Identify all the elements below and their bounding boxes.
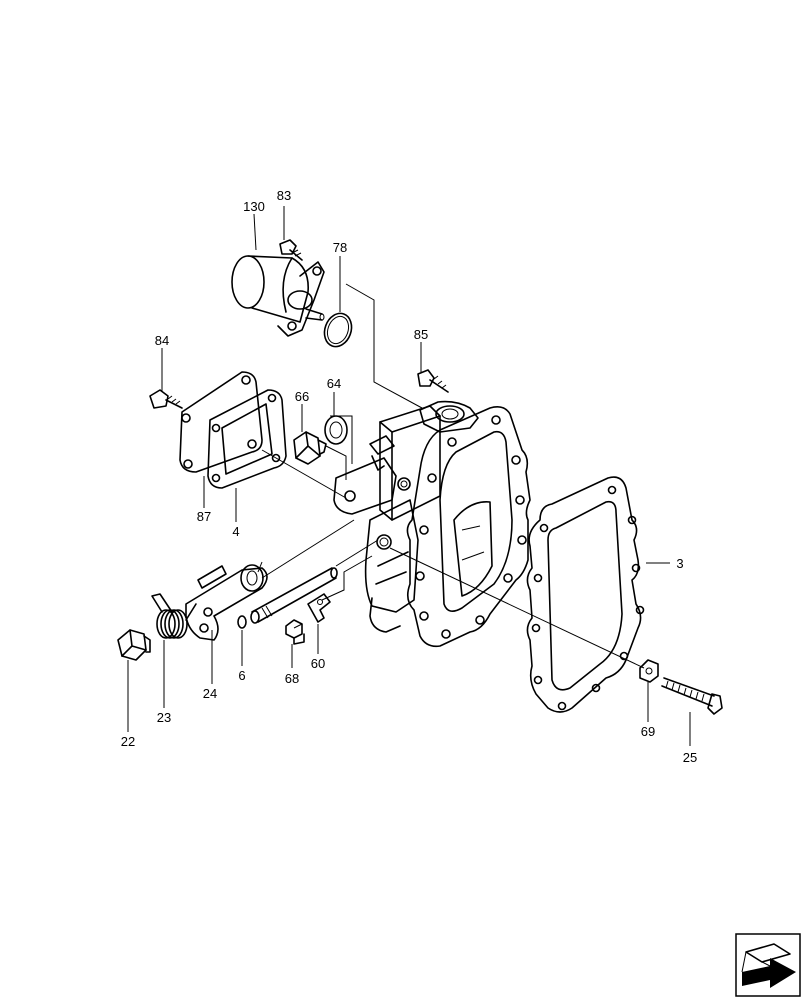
callout-25: 25: [683, 750, 697, 765]
callout-23: 23: [157, 710, 171, 725]
callout-84: 84: [155, 333, 169, 348]
callout-87: 87: [197, 509, 211, 524]
part-87-cover-plate: [179, 371, 263, 473]
part-130-solenoid: [231, 255, 325, 337]
part-84-bolt: [149, 389, 183, 409]
callout-66: 66: [295, 389, 309, 404]
callout-83: 83: [277, 188, 291, 203]
part-68-bolt: [285, 619, 305, 645]
part-3-gasket: [526, 476, 645, 713]
callout-labels: 130 83 78 84 85 64 66 87 4 3 24 6 68 60 …: [121, 188, 697, 765]
part-23-spring: [151, 593, 197, 639]
part-6-ring: [237, 615, 247, 629]
part-85-bolt: [417, 369, 449, 393]
part-83-bolt: [279, 239, 303, 261]
lever-shaft: [250, 567, 338, 624]
callout-6: 6: [238, 668, 245, 683]
callout-24: 24: [203, 686, 217, 701]
part-78-o-ring: [323, 312, 353, 348]
callout-85: 85: [414, 327, 428, 342]
callout-leaders: [127, 206, 691, 746]
part-4-gasket: [207, 389, 287, 489]
part-60-plate: [307, 593, 331, 623]
assembly-guide-lines: [257, 283, 645, 669]
callout-68: 68: [285, 671, 299, 686]
part-64-washer: [324, 415, 348, 445]
callout-4: 4: [232, 524, 239, 539]
callout-78: 78: [333, 240, 347, 255]
callout-64: 64: [327, 376, 341, 391]
part-66-plug: [293, 431, 327, 465]
main-housing: [333, 400, 531, 648]
callout-130: 130: [243, 199, 265, 214]
part-69-nut: [639, 659, 659, 683]
part-22-plug: [117, 629, 151, 661]
callout-60: 60: [311, 656, 325, 671]
part-24-lever: [185, 564, 268, 641]
callout-22: 22: [121, 734, 135, 749]
callout-3: 3: [676, 556, 683, 571]
next-page-arrow-icon[interactable]: [735, 933, 801, 997]
callout-69: 69: [641, 724, 655, 739]
part-25-stud: [661, 677, 723, 715]
